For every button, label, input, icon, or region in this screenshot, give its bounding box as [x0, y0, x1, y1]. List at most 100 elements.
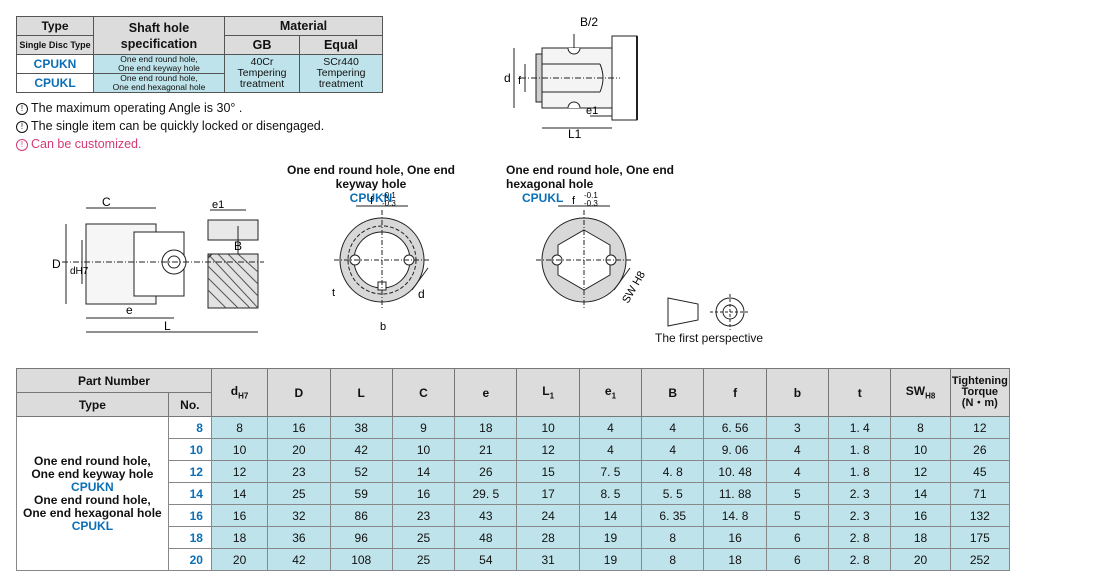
value-cell: 4 — [641, 438, 705, 461]
value-cell: 6 — [765, 526, 830, 549]
value-cell: 14 — [210, 482, 269, 505]
value-cell: 18 — [210, 526, 269, 549]
first-perspective-label: The first perspective — [655, 331, 764, 345]
value-cell: 16 — [703, 526, 767, 549]
type-cell-type1-a: One end round hole, — [34, 453, 151, 468]
col-l1-main: L — [542, 384, 550, 399]
value-cell: 9. 06 — [703, 438, 767, 461]
value-cell: 12 — [890, 460, 951, 483]
dim-f-top: f — [518, 75, 522, 87]
col-torque-line1: Tightening — [951, 375, 1008, 387]
value-cell: 16 — [267, 416, 331, 439]
value-cell: 18 — [890, 526, 951, 549]
value-cell: 48 — [454, 526, 518, 549]
value-cell: 11. 88 — [703, 482, 767, 505]
col-e1-sub: 1 — [611, 391, 617, 401]
value-cell: 19 — [578, 548, 643, 571]
value-cell: 32 — [267, 504, 331, 527]
value-cell: 16 — [890, 504, 951, 527]
col-d-header: D — [267, 368, 331, 417]
cpukn-caption: One end round hole, One end keyway hole … — [266, 163, 476, 205]
part-no-cell: 12 — [167, 460, 212, 483]
shaft-hole-header: Shaft hole specification — [93, 16, 225, 55]
cpukn-caption-title: One end round hole, One end keyway hole — [286, 163, 455, 191]
tol-top-cpukn: -0.1 — [382, 192, 396, 200]
dim-l1-top: L1 — [568, 127, 582, 140]
value-cell: 4 — [578, 438, 643, 461]
part-no-cell: 16 — [167, 504, 212, 527]
value-cell: 10 — [890, 438, 951, 461]
value-cell: 6 — [765, 548, 830, 571]
cpukn-caption-code: CPUKN — [349, 191, 393, 205]
value-cell: 59 — [329, 482, 393, 505]
col-dh7-sub: H7 — [238, 391, 249, 401]
note-custom-text: Can be customized. — [31, 137, 142, 151]
value-cell: 28 — [516, 526, 580, 549]
coupling-side-drawing: C e1 B D dH7 e L — [52, 196, 264, 333]
value-cell: 4 — [765, 438, 830, 461]
shaft-hole-header-line1: Shaft hole — [128, 20, 190, 35]
code-cpukl: CPUKL — [16, 73, 94, 93]
value-cell: 24 — [516, 504, 580, 527]
col-c-header: C — [391, 368, 456, 417]
type-cell-type1-code: CPUKN — [71, 479, 114, 494]
single-disc-type-header: Single Disc Type — [16, 35, 94, 55]
cpukl-caption-title: One end round hole, One end hexagonal ho… — [506, 163, 675, 191]
col-l1-sub: 1 — [549, 391, 555, 401]
spec-cpukl: One end round hole, One end hexagonal ho… — [93, 73, 225, 93]
cpukl-caption: One end round hole, One end hexagonal ho… — [506, 163, 734, 205]
value-cell: 26 — [949, 438, 1011, 461]
col-e1-main: e — [604, 384, 612, 399]
spec-cpukl-line1: One end round hole, — [120, 73, 198, 83]
value-cell: 1. 8 — [828, 438, 892, 461]
value-cell: 10. 48 — [703, 460, 767, 483]
part-number-header: Part Number — [16, 368, 212, 393]
dim-c: C — [102, 196, 111, 209]
value-cell: 252 — [949, 548, 1011, 571]
value-cell: 108 — [329, 548, 393, 571]
material-header: Material — [224, 16, 383, 36]
value-cell: 175 — [949, 526, 1011, 549]
col-dh7-header: dH7 — [210, 368, 269, 417]
value-cell: 16 — [391, 482, 456, 505]
col-b-header: b — [765, 368, 830, 417]
dim-l-side: L — [164, 319, 171, 333]
shaft-side-drawing: B/2 d f e1 L1 — [504, 15, 638, 140]
col-torque-line3: (N・m) — [961, 397, 998, 409]
col-e1-header: e1 — [578, 368, 643, 417]
value-cell: 23 — [391, 504, 456, 527]
spec-cpukn: One end round hole, One end keyway hole — [93, 54, 225, 74]
value-cell: 18 — [703, 548, 767, 571]
value-cell: 71 — [949, 482, 1011, 505]
value-cell: 2. 3 — [828, 482, 892, 505]
value-cell: 86 — [329, 504, 393, 527]
equal-header: Equal — [299, 35, 383, 55]
dim-e-side: e — [126, 303, 133, 317]
value-cell: 20 — [210, 548, 269, 571]
info-icon: ! — [16, 138, 28, 151]
value-cell: 18 — [454, 416, 518, 439]
dim-b-cpukn: b — [380, 321, 386, 332]
value-cell: 38 — [329, 416, 393, 439]
note-max-angle: !The maximum operating Angle is 30° . — [16, 101, 242, 115]
part-no-cell: 14 — [167, 482, 212, 505]
col-t-header: t — [828, 368, 892, 417]
type-cell-type2-code: CPUKL — [71, 518, 114, 533]
value-cell: 10 — [516, 416, 580, 439]
value-cell: 12 — [516, 438, 580, 461]
value-cell: 8 — [210, 416, 269, 439]
col-f-header: f — [703, 368, 767, 417]
col-torque-line2: Torque — [961, 386, 999, 398]
value-cell: 21 — [454, 438, 518, 461]
value-cell: 1. 8 — [828, 460, 892, 483]
col-dh7-main: d — [230, 384, 239, 399]
value-cell: 5 — [765, 482, 830, 505]
shaft-hole-header-line2: specification — [120, 36, 198, 51]
value-cell: 8 — [641, 548, 705, 571]
dim-b-side: B — [234, 239, 242, 253]
